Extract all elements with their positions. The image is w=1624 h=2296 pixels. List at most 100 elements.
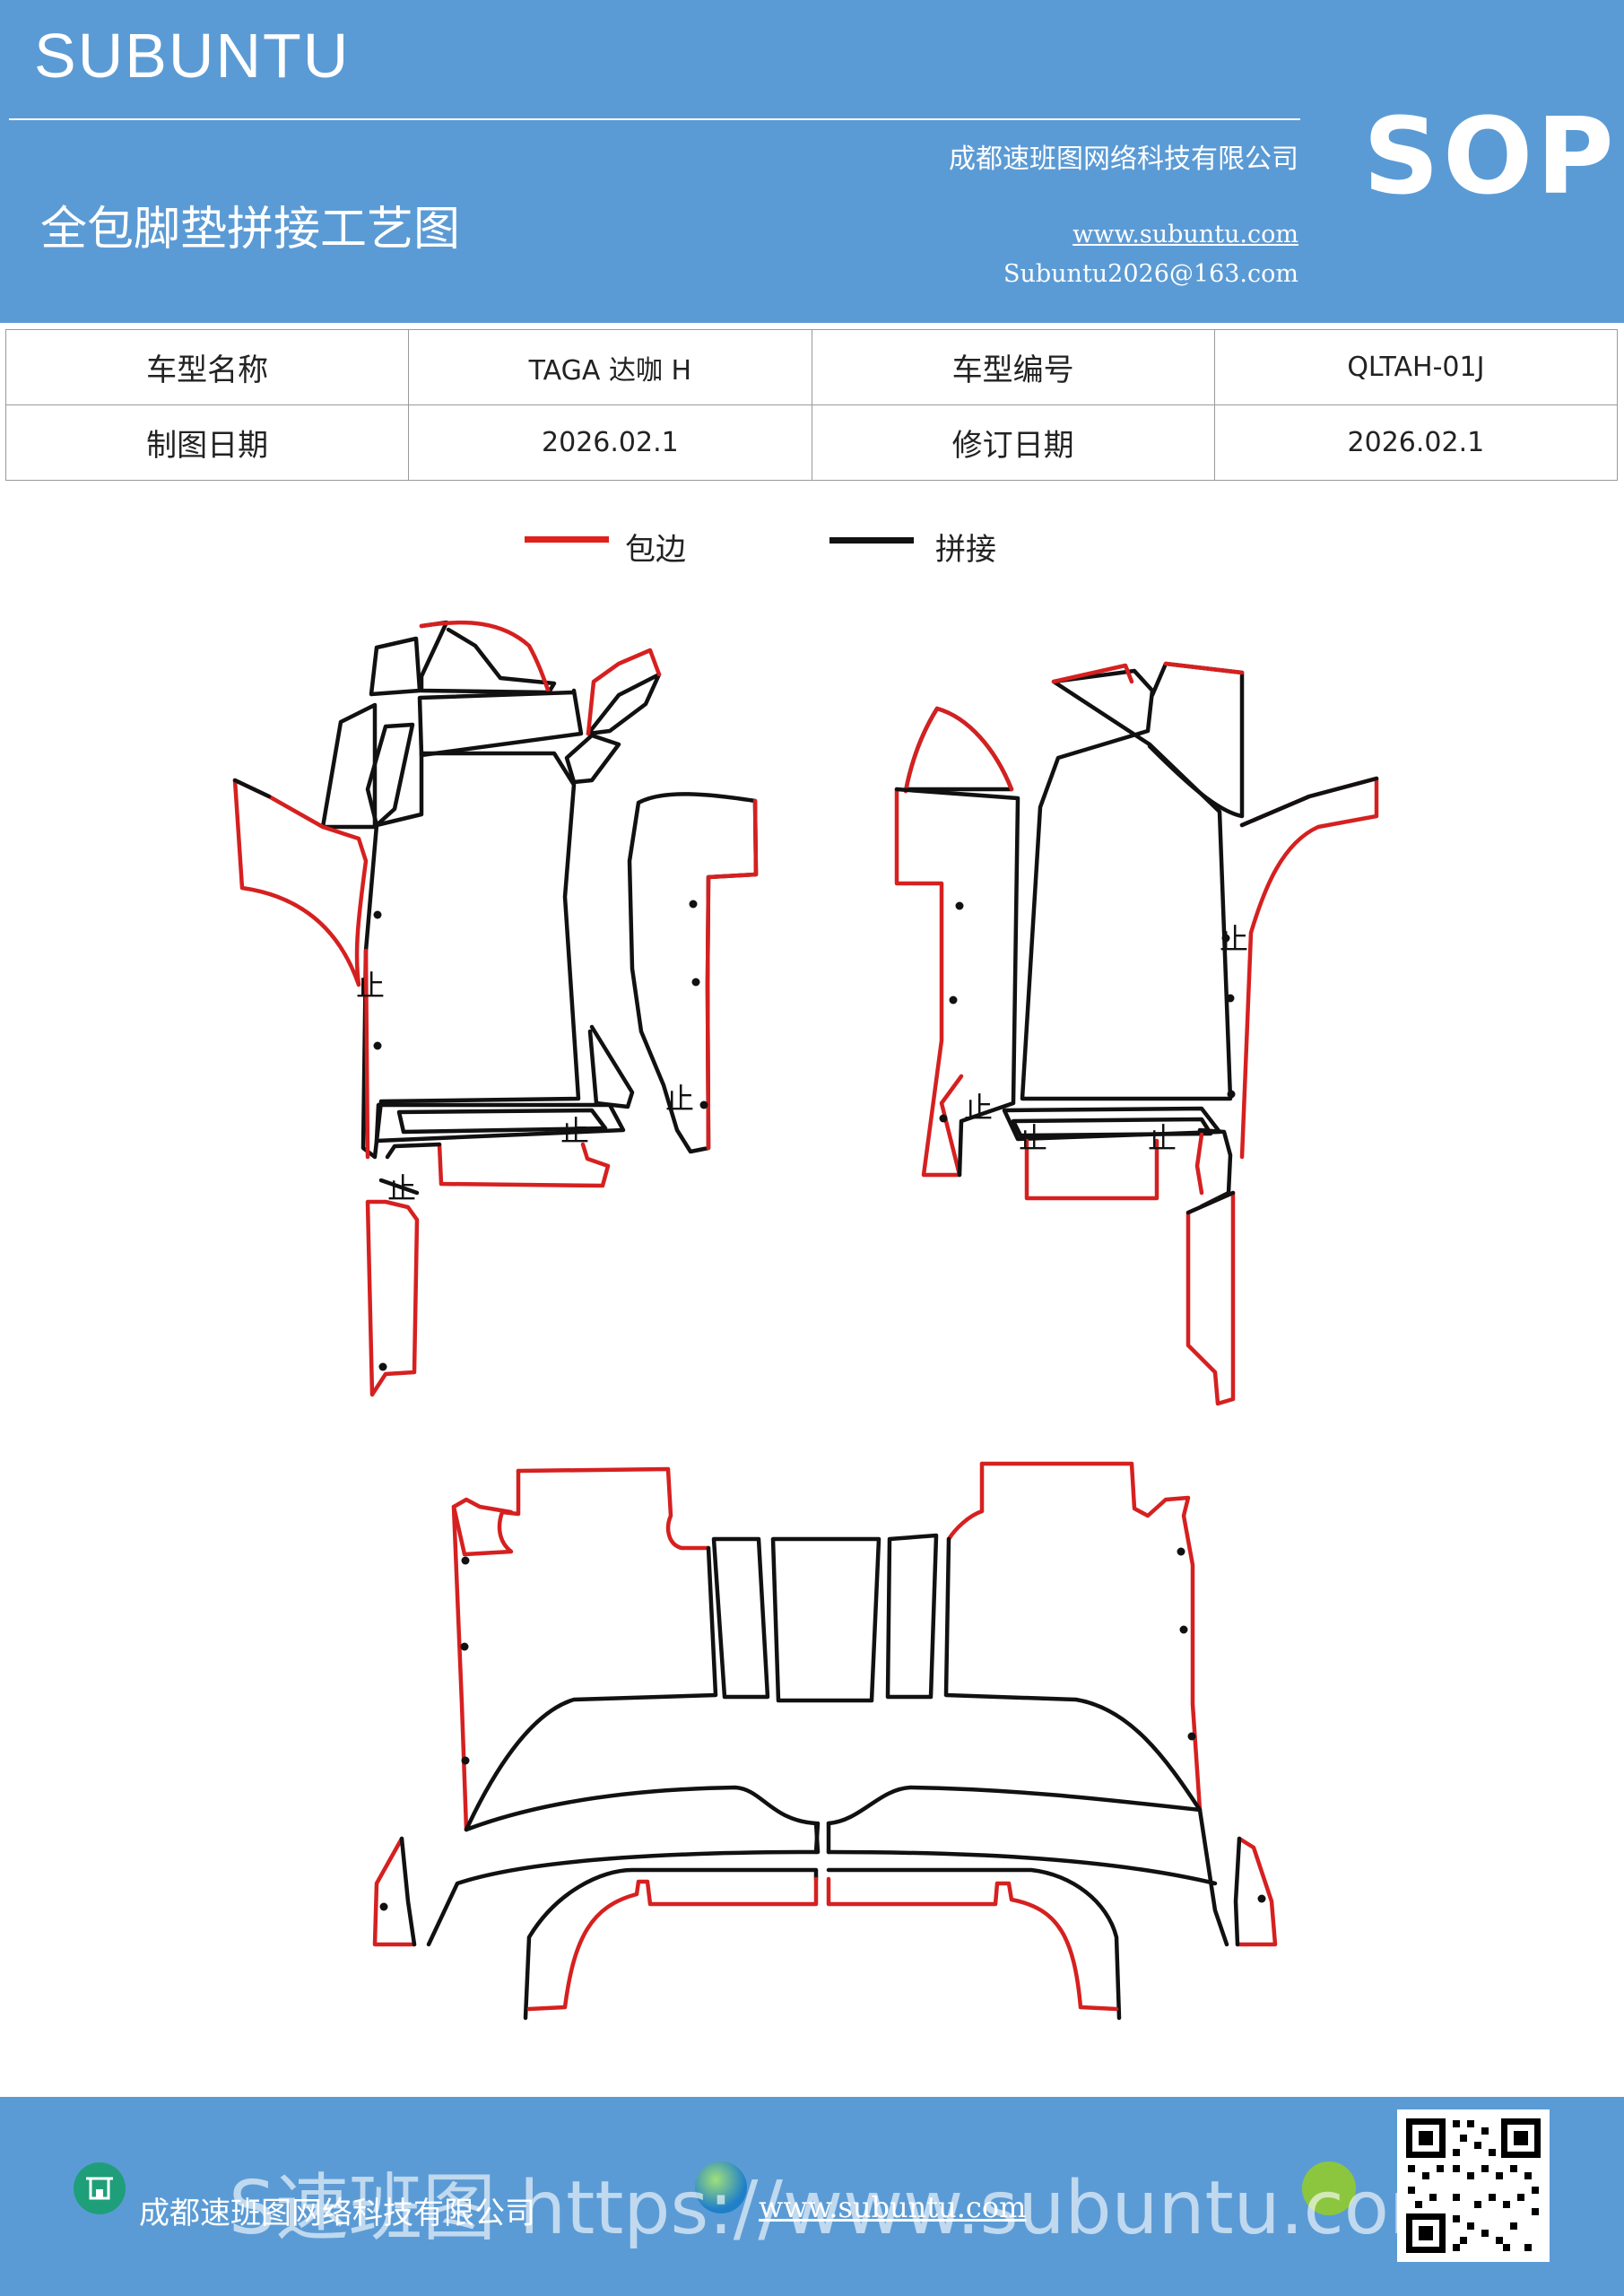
mat-piece-edge [1235, 1836, 1278, 1947]
joint-mark: 止 [1019, 1121, 1047, 1155]
mat-piece [885, 1533, 939, 1700]
mat-piece [587, 1024, 635, 1109]
footer-website-link[interactable]: www.subuntu.com [759, 2190, 1027, 2224]
value-model-name: TAGA 达咖 H [408, 329, 812, 405]
mat-piece-edge [1163, 661, 1245, 675]
wechat-icon [1302, 2161, 1356, 2215]
label-drawing-date: 制图日期 [4, 404, 410, 481]
mat-piece [564, 733, 621, 785]
mat-piece [523, 1867, 819, 2021]
mat-piece [826, 1867, 1122, 2021]
joint-marks: 止 止 止 止 止 止 止 止 [356, 922, 1248, 1205]
value-revision-date: 2026.02.1 [1213, 404, 1619, 481]
value-model-code: QLTAH-01J [1213, 329, 1619, 405]
building-icon [74, 2162, 126, 2214]
mat-piece-edge [419, 620, 551, 695]
mat-piece [826, 1849, 1218, 1886]
joint-mark: 止 [356, 969, 385, 1003]
joint-mark: 止 [560, 1114, 589, 1148]
mat-piece-edge [903, 706, 1014, 794]
upper-left-mat-group [232, 620, 759, 1397]
mat-piece [1020, 668, 1233, 1101]
reference-dots [373, 900, 1266, 1911]
value-drawing-date: 2026.02.1 [408, 404, 812, 481]
mat-piece-edge [1051, 663, 1134, 684]
mat-piece [1185, 1190, 1236, 1215]
mat-piece-edge [894, 787, 964, 1178]
mat-piece [826, 1785, 1229, 1947]
mat-piece [943, 1536, 1203, 1813]
header-divider [9, 118, 1300, 120]
brand-logo: SUBUNTU [34, 21, 351, 91]
mat-piece-edge [1185, 1190, 1236, 1406]
mat-piece-edge [516, 1466, 711, 1551]
mat-piece-edge [363, 948, 370, 1160]
mat-piece-edge [826, 1876, 1119, 2012]
mat-piece [627, 792, 759, 1154]
joint-mark: 止 [387, 1171, 416, 1205]
mat-piece [1239, 776, 1379, 828]
legend-edge-swatch [525, 536, 609, 543]
upper-right-mat-group [894, 661, 1379, 1406]
mat-piece [385, 1142, 442, 1160]
website-link[interactable]: www.subuntu.com [1073, 221, 1298, 248]
table-row: 车型名称 TAGA 达咖 H 车型编号 QLTAH-01J [4, 329, 1619, 405]
mat-piece [232, 778, 272, 799]
mat-piece-edge [946, 1461, 985, 1542]
joint-mark: 止 [964, 1091, 993, 1125]
header-banner [0, 0, 1624, 323]
mat-piece [396, 1108, 608, 1135]
mat-piece [1011, 1117, 1213, 1138]
mat-piece [813, 1821, 831, 1855]
mat-piece [374, 1102, 626, 1144]
mat-piece-edge [586, 648, 662, 736]
mat-piece-edge [451, 1504, 469, 1832]
mat-piece [1147, 661, 1245, 819]
sop-badge: SOP [1363, 94, 1618, 218]
legend-joint-swatch [829, 537, 914, 544]
mat-piece [417, 688, 584, 758]
mat-piece-edge [705, 798, 759, 1151]
mat-piece [711, 1536, 770, 1700]
mat-piece [365, 722, 415, 828]
lower-mat-group [372, 1461, 1278, 2021]
footer-company-name: 成都速班图网络科技有限公司 [139, 2196, 535, 2231]
footer-watermark: S速班图 https://www.subuntu.com [229, 2166, 1461, 2251]
mat-piece-edge [1194, 1132, 1204, 1196]
mat-piece-edge [451, 1468, 521, 1557]
mat-piece [894, 787, 1020, 1178]
mat-piece-edge [365, 1199, 420, 1397]
email-address: Subuntu2026@163.com [1003, 260, 1298, 288]
mat-piece [1233, 1836, 1242, 1947]
mat-piece-edge [1024, 1138, 1159, 1201]
label-model-code: 车型编号 [811, 329, 1215, 405]
mat-piece [464, 1545, 718, 1832]
mat-piece [360, 751, 581, 1160]
document-title: 全包脚垫拼接工艺图 [40, 203, 461, 257]
table-row: 制图日期 2026.02.1 修订日期 2026.02.1 [4, 404, 1619, 481]
mat-piece [399, 1836, 417, 1947]
globe-icon [695, 2161, 747, 2213]
mat-piece [426, 1785, 821, 1947]
mat-piece [586, 672, 662, 736]
vehicle-info-table: 车型名称 TAGA 达咖 H 车型编号 QLTAH-01J 制图日期 2026.… [4, 329, 1619, 481]
mat-piece-edge [526, 1876, 819, 2012]
legend-joint-label: 拼接 [935, 532, 996, 568]
mat-piece [378, 1178, 420, 1196]
qr-code[interactable] [1397, 2109, 1550, 2262]
mat-piece-edge [1239, 776, 1379, 1160]
mat-piece [770, 1536, 881, 1703]
legend-edge-label: 包边 [625, 532, 686, 568]
mat-piece-edge [232, 778, 369, 987]
joint-mark: 止 [1220, 922, 1248, 956]
joint-mark: 止 [1148, 1121, 1177, 1155]
label-model-name: 车型名称 [4, 329, 410, 405]
mat-piece-edge [437, 1142, 611, 1188]
joint-mark: 止 [665, 1082, 694, 1116]
company-name: 成都速班图网络科技有限公司 [949, 144, 1298, 175]
label-revision-date: 修订日期 [811, 404, 1215, 481]
mat-piece-edge [372, 1836, 417, 1947]
mat-piece [320, 702, 378, 830]
mat-piece-edge [979, 1461, 1203, 1813]
